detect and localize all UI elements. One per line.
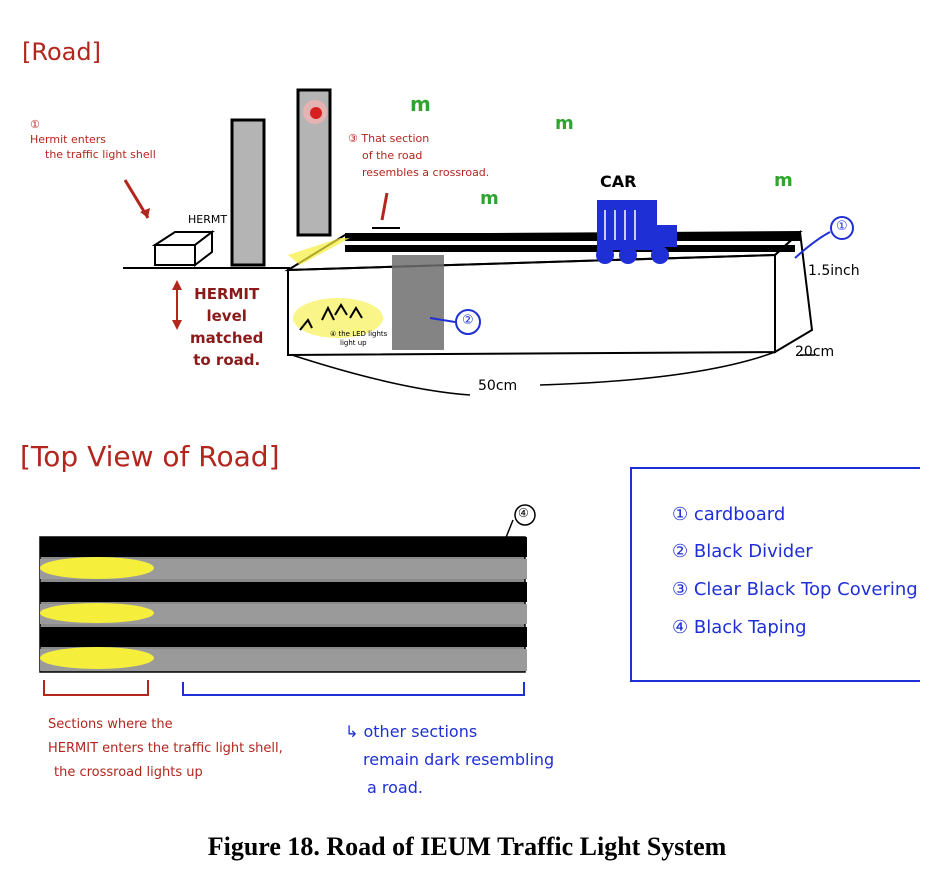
grass-icon: m (555, 113, 574, 134)
marker-cardboard: ① (836, 219, 848, 234)
hermit-box-icon (151, 229, 215, 268)
traffic-light-pole-left (230, 118, 266, 267)
note-hermit-enters: ① Hermit enters the traffic light shell (30, 118, 156, 161)
figure-caption: Figure 18. Road of IEUM Traffic Light Sy… (207, 832, 727, 861)
car-label: CAR (600, 172, 637, 191)
led-glow (293, 298, 383, 338)
dimension-length: 50cm (478, 378, 518, 394)
note-dark-sections: ↳ other sections remain dark resembling … (345, 722, 555, 797)
lit-bracket (43, 680, 149, 696)
car-icon (596, 200, 677, 264)
hermit-label: HERMT (188, 213, 228, 226)
note-hermit-level: HERMIT level matched to road. (190, 285, 264, 369)
marker-taping: ④ (518, 506, 529, 520)
grass-icon: m (410, 92, 431, 116)
dimension-height: 1.5inch (808, 263, 860, 279)
legend-item: ③ Clear Black Top Covering (672, 579, 918, 600)
section-title-top-view: [Top View of Road] (20, 440, 280, 473)
legend-item: ④ Black Taping (672, 617, 807, 638)
grass-icon: m (480, 188, 499, 209)
grass-icon: m (774, 170, 793, 191)
marker-divider: ② (462, 313, 474, 328)
dimension-width: 20cm (795, 344, 835, 360)
note-lit-sections: Sections where the HERMIT enters the tra… (48, 717, 283, 780)
dark-bracket (182, 682, 525, 696)
top-view-road (39, 536, 527, 673)
note-crossroad: ③ That section of the road resembles a c… (348, 132, 490, 179)
road-box (284, 229, 814, 396)
legend-item: ② Black Divider (672, 541, 813, 562)
section-title-road: [Road] (22, 38, 101, 66)
legend-box: ① cardboard ② Black Divider ③ Clear Blac… (630, 467, 920, 682)
note-led-lights: ④ the LED lights light up (330, 330, 388, 347)
arrow-note3 (380, 192, 389, 221)
black-divider (392, 255, 444, 350)
red-light-icon (310, 107, 322, 119)
legend-item: ① cardboard (672, 504, 786, 525)
